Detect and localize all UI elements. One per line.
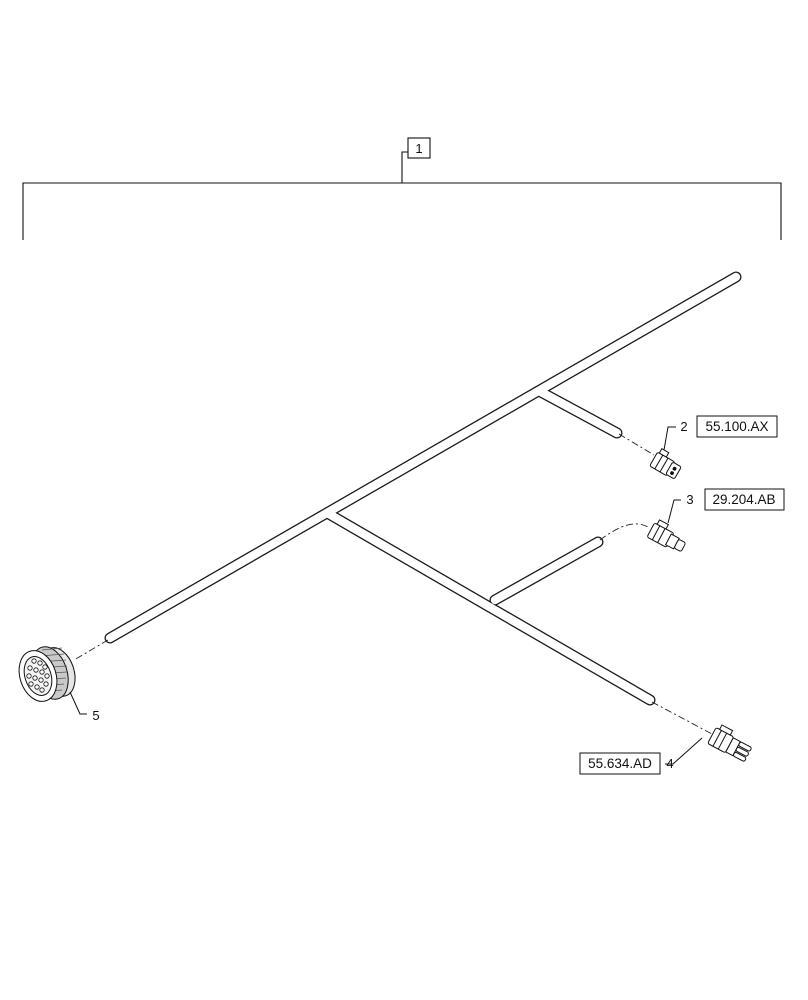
leader-lines [73, 433, 713, 735]
assembly-item-number: 1 [415, 141, 422, 156]
reference-label-3: 29.204.AB [712, 492, 775, 507]
assembly-item-box [407, 137, 431, 159]
callout-leaders [69, 426, 703, 765]
item-number-2: 2 [680, 419, 687, 434]
reference-label-2: 55.100.AX [705, 419, 768, 434]
assembly-bracket [22, 151, 782, 240]
item-number-4: 4 [666, 756, 673, 771]
harness-tubes [104, 271, 742, 706]
item-number-3: 3 [686, 492, 693, 507]
reference-link-2[interactable]: 55.100.AX [696, 415, 778, 438]
connector-3-icon [647, 519, 686, 552]
reference-link-4[interactable]: 55.634.AD [579, 752, 661, 775]
item-number-5: 5 [92, 708, 99, 723]
connector-2-icon [649, 448, 682, 479]
round-connector-5-icon [18, 646, 76, 702]
reference-label-4: 55.634.AD [588, 756, 652, 771]
connector-4-icon [707, 724, 752, 762]
reference-link-3[interactable]: 29.204.AB [704, 488, 785, 511]
